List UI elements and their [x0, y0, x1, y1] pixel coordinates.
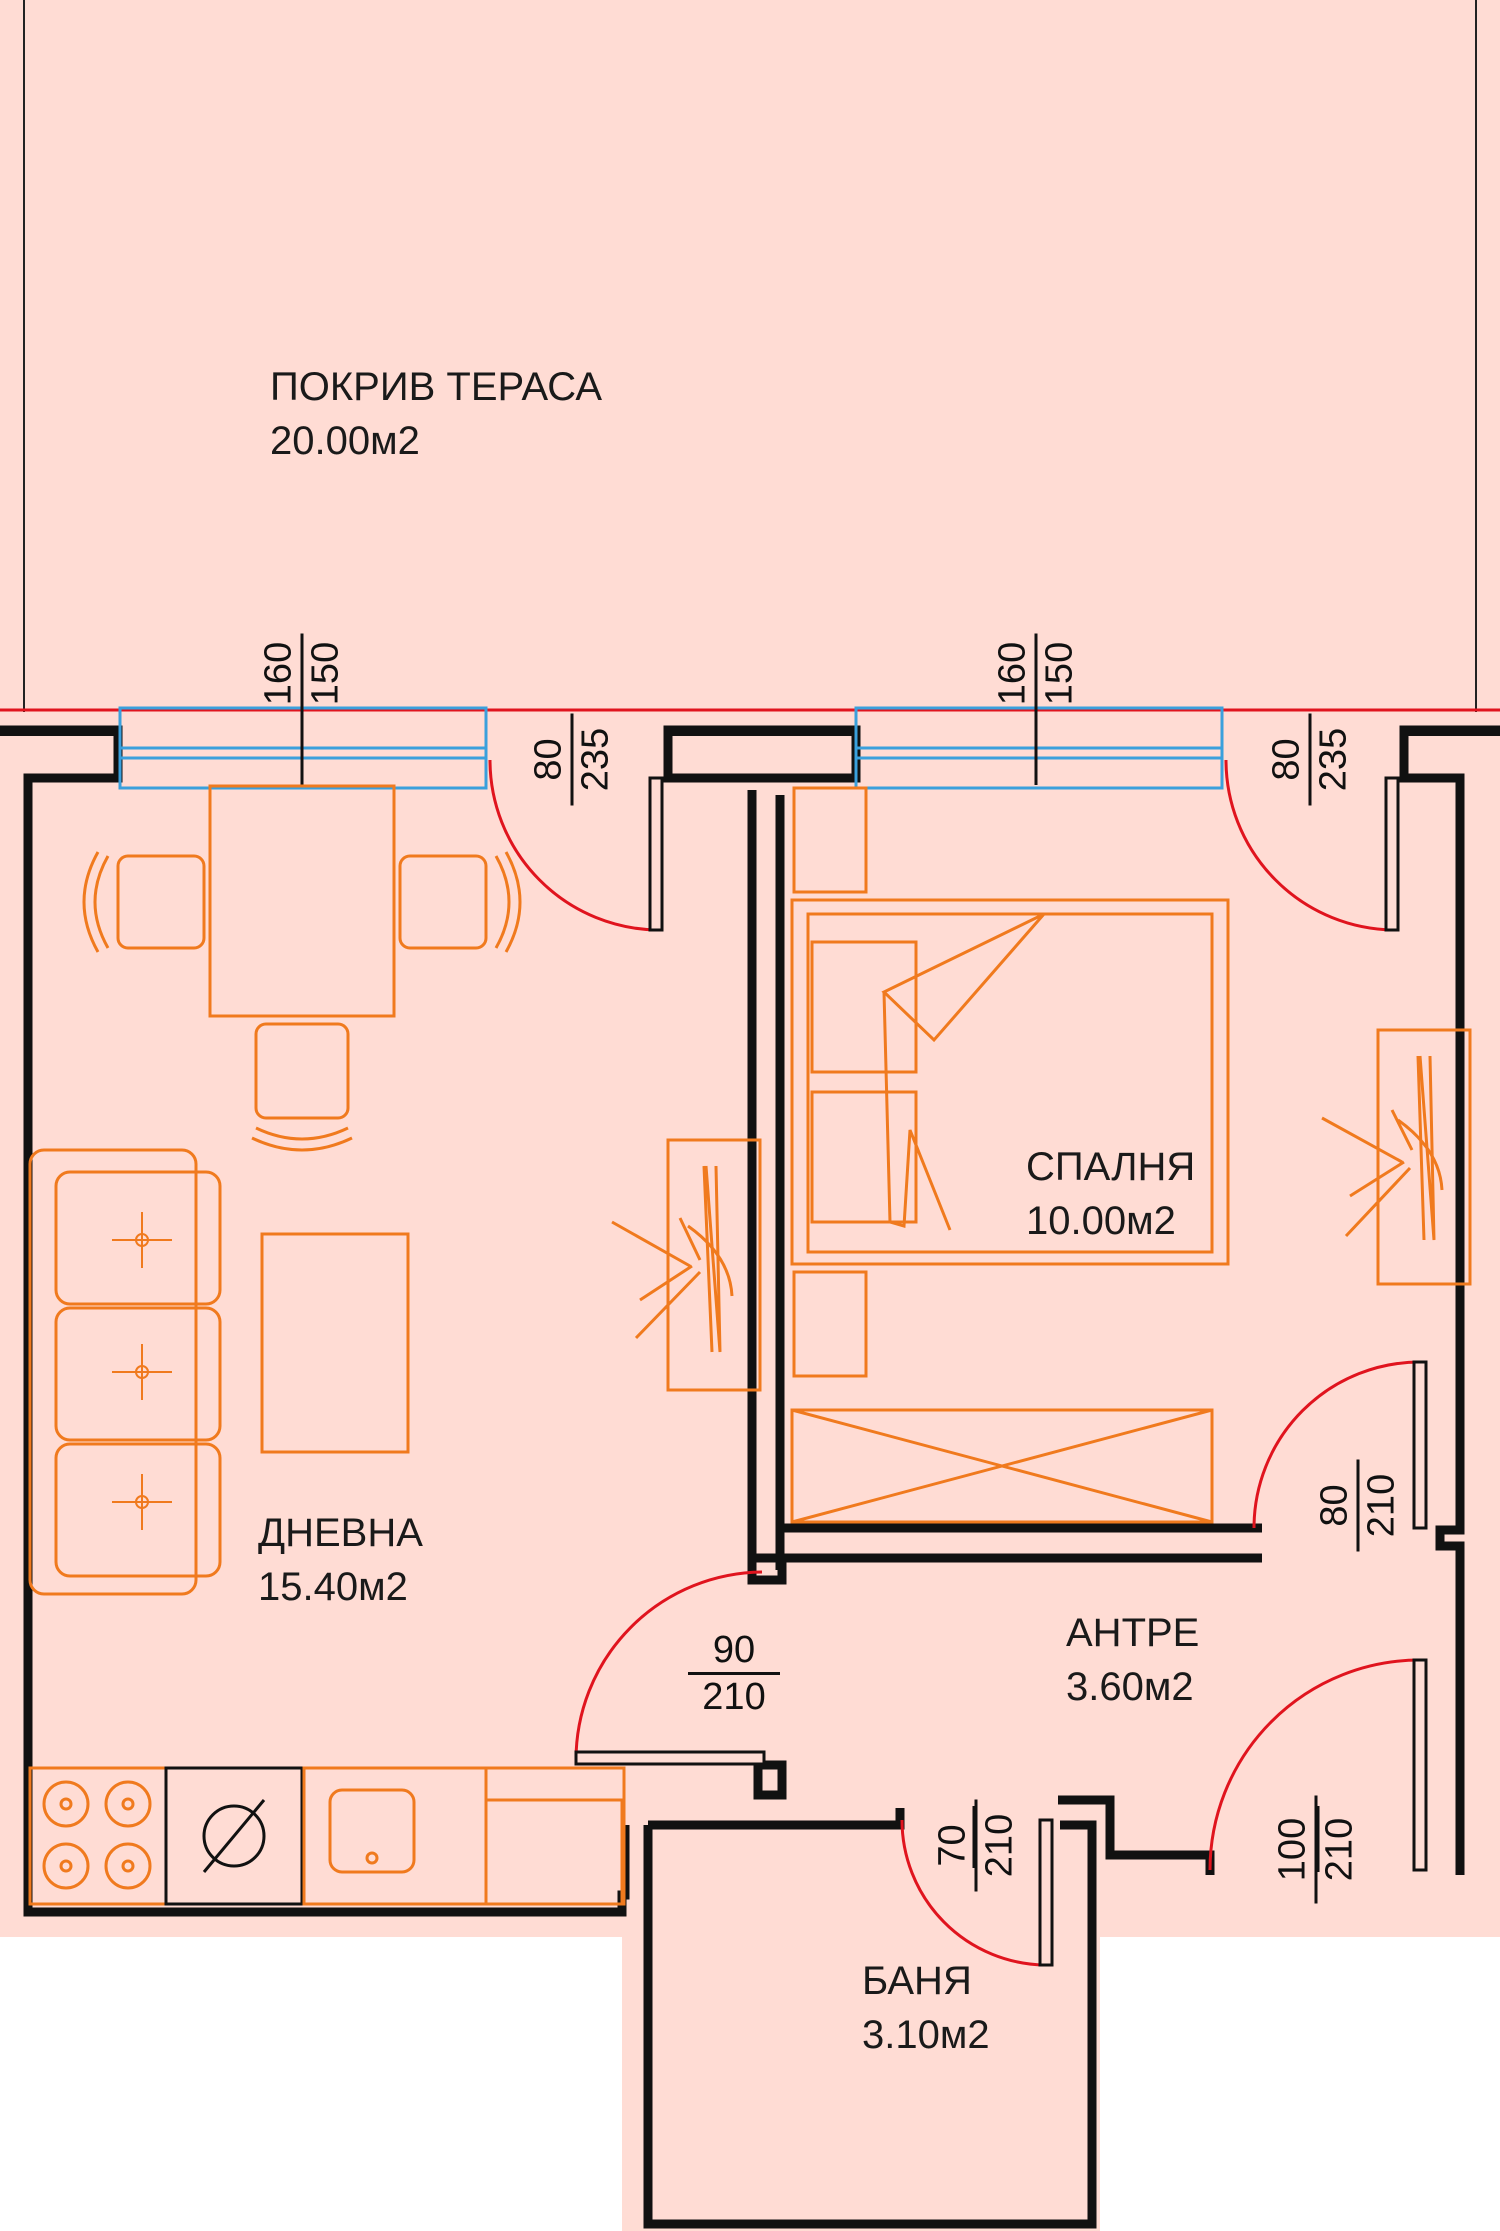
door-arc-bath	[900, 1819, 1046, 1967]
dim-door-terrace-right: 80 235	[1265, 713, 1356, 806]
bed-icon	[790, 898, 1230, 1266]
door-leaf-bath	[1038, 1818, 1054, 1967]
dim-den: 235	[570, 713, 618, 806]
dim-den: 150	[300, 633, 348, 714]
tv-icon	[611, 1138, 762, 1392]
room-label-living: ДНЕВНА 15.40м2	[258, 1506, 423, 1614]
door-arc-living	[574, 1570, 763, 1761]
coffee-table-icon	[260, 1232, 410, 1454]
dim-door-living: 90 210	[688, 1628, 780, 1719]
chair-icon	[82, 851, 206, 953]
dim-den: 150	[1034, 633, 1082, 714]
room-area: 20.00м2	[270, 419, 420, 463]
dim-lines	[570, 722, 1360, 1872]
chair-icon	[398, 851, 522, 953]
dim-num: 80	[1313, 1484, 1356, 1527]
terrace-border	[23, 0, 1477, 712]
room-name: ДНЕВНА	[258, 1511, 423, 1555]
room-name: АНТРЕ	[1066, 1611, 1200, 1655]
wall-solids	[0, 726, 1500, 736]
dim-door-bath: 70 210	[931, 1799, 1022, 1892]
door-leaf-bedroom	[1412, 1360, 1428, 1530]
dim-num: 90	[712, 1629, 756, 1671]
furniture	[28, 784, 1472, 1906]
dim-den: 210	[974, 1799, 1022, 1892]
dim-den: 210	[688, 1672, 780, 1719]
dim-num: 70	[931, 1824, 974, 1867]
dim-den: 210	[1356, 1459, 1404, 1552]
dim-den: 235	[1308, 713, 1356, 806]
wall-bath	[643, 1820, 1097, 2229]
door-arc-bedroom	[1252, 1360, 1421, 1529]
sofa-icon	[28, 1148, 222, 1596]
door-leaf-living	[574, 1750, 766, 1766]
door-arc-terrace-right	[1224, 759, 1395, 932]
dim-num: 160	[257, 641, 300, 706]
door-arc-entry	[1208, 1658, 1421, 1871]
nightstand-icon	[792, 1270, 868, 1378]
wall-stub-kitchen	[753, 1760, 787, 1800]
door-arcs	[488, 759, 1421, 1967]
dim-door-entry: 100 210	[1271, 1795, 1362, 1904]
wall-stub-living	[747, 1558, 787, 1585]
dim-num: 100	[1271, 1817, 1314, 1882]
fridge-icon	[164, 1766, 304, 1906]
dim-door-terrace-left: 80 235	[527, 713, 618, 806]
wall-right-top	[1399, 725, 1500, 1875]
room-label-hall: АНТРЕ 3.60м2	[1066, 1606, 1199, 1714]
room-area: 10.00м2	[1026, 1199, 1176, 1243]
dim-door-bedroom: 80 210	[1313, 1459, 1404, 1552]
table-icon	[208, 784, 396, 1018]
door-leaf-terrace-right	[1384, 776, 1400, 932]
bath-floor	[622, 1820, 1100, 2231]
window-dim-lines	[300, 635, 1038, 785]
chair-icon	[251, 1022, 353, 1152]
dim-window-right: 160 150	[991, 633, 1082, 714]
room-label-terrace: ПОКРИВ ТЕРАСА 20.00м2	[270, 360, 602, 468]
wardrobe-icon	[790, 1408, 1214, 1524]
room-area: 3.60м2	[1066, 1665, 1194, 1709]
wall-bath-top	[648, 1808, 905, 1830]
dim-num: 80	[527, 738, 570, 781]
door-leaf-terrace-left	[648, 776, 664, 932]
room-name: СПАЛНЯ	[1026, 1145, 1196, 1189]
terrace-floor	[0, 0, 1500, 712]
room-name: БАНЯ	[862, 1959, 972, 2003]
door-leaf-entry	[1412, 1658, 1428, 1872]
dim-den: 210	[1314, 1795, 1362, 1904]
tv-icon	[1321, 1028, 1472, 1286]
room-area: 3.10м2	[862, 2013, 990, 2057]
room-name: ПОКРИВ ТЕРАСА	[270, 365, 602, 409]
dim-num: 160	[991, 641, 1034, 706]
door-arc-terrace-left	[488, 759, 659, 932]
room-label-bath: БАНЯ 3.10м2	[862, 1954, 990, 2062]
counter-extension	[484, 1798, 624, 1906]
room-label-bedroom: СПАЛНЯ 10.00м2	[1026, 1140, 1195, 1248]
nightstand-icon	[792, 786, 868, 894]
wall-bedroom-bottom	[782, 1523, 1262, 1563]
room-area: 15.40м2	[258, 1565, 408, 1609]
dim-window-left: 160 150	[257, 633, 348, 714]
dim-num: 80	[1265, 738, 1308, 781]
door-leaves	[574, 776, 1428, 1967]
